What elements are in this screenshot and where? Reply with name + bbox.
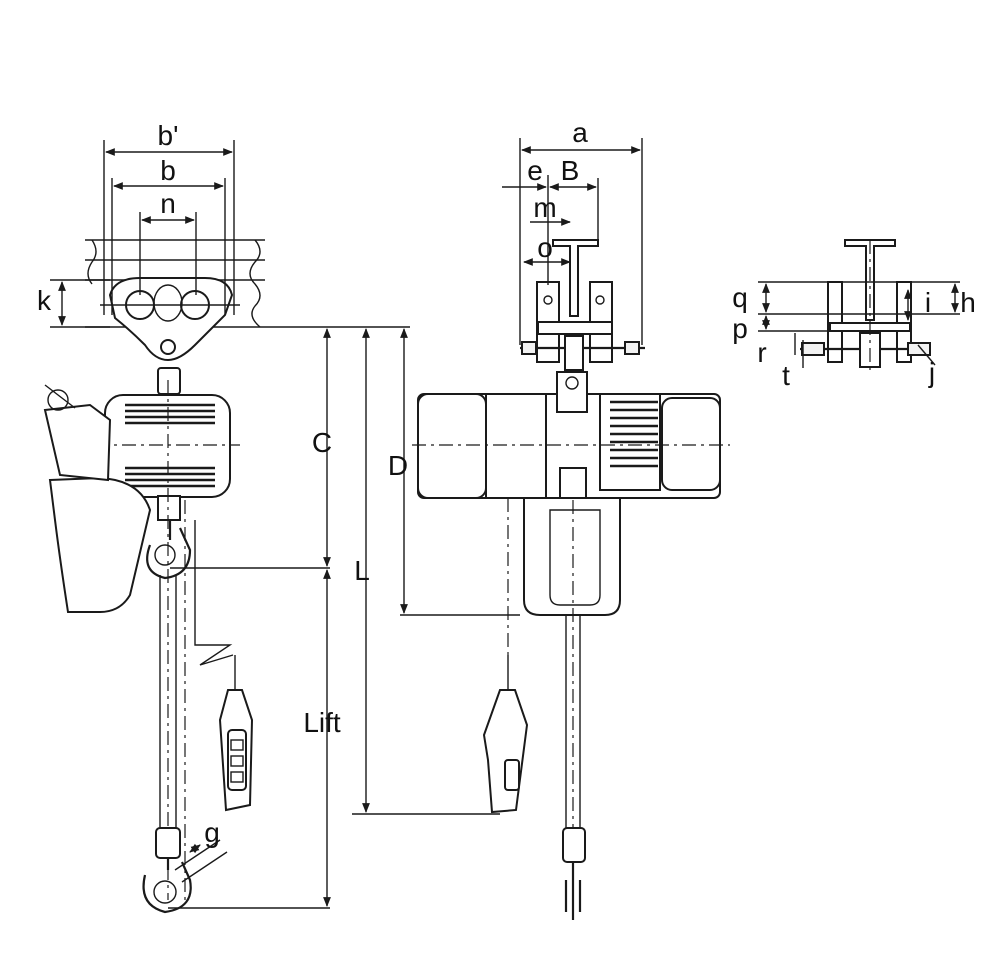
label-b: b bbox=[160, 155, 176, 186]
label-i: i bbox=[925, 287, 931, 318]
dim-m: m bbox=[530, 192, 571, 226]
label-h: h bbox=[960, 287, 976, 318]
front-view: a e B m o D bbox=[388, 117, 730, 920]
dim-o: o bbox=[523, 232, 571, 266]
dim-e: e bbox=[502, 155, 549, 285]
label-k: k bbox=[37, 285, 52, 316]
label-L: L bbox=[354, 555, 370, 586]
dim-C: C bbox=[312, 328, 332, 567]
label-p: p bbox=[732, 313, 748, 344]
dim-D: D bbox=[388, 328, 408, 614]
label-t: t bbox=[782, 360, 790, 391]
label-q: q bbox=[732, 282, 748, 313]
dim-lift: Lift bbox=[303, 569, 341, 907]
label-a: a bbox=[572, 117, 588, 148]
label-lift: Lift bbox=[303, 707, 341, 738]
hoist-body-side bbox=[43, 367, 330, 914]
label-n: n bbox=[160, 188, 176, 219]
label-o: o bbox=[537, 232, 553, 263]
trolley-detail-view: q p r t i h j bbox=[732, 239, 976, 391]
label-b-prime: b' bbox=[158, 120, 179, 151]
dim-a: a bbox=[519, 117, 643, 345]
trolley-front bbox=[520, 281, 645, 371]
dim-B: B bbox=[549, 155, 599, 242]
label-D: D bbox=[388, 450, 408, 481]
label-e: e bbox=[527, 155, 543, 186]
label-B: B bbox=[561, 155, 580, 186]
side-view: b' b n k C Lift bbox=[37, 120, 500, 914]
hoist-body-front bbox=[400, 371, 730, 920]
label-r: r bbox=[757, 337, 766, 368]
dim-k: k bbox=[37, 279, 110, 328]
dim-n: n bbox=[139, 188, 197, 295]
label-m: m bbox=[533, 192, 556, 223]
label-j: j bbox=[928, 357, 935, 388]
label-C: C bbox=[312, 427, 332, 458]
label-g: g bbox=[204, 817, 220, 848]
dim-L: L bbox=[352, 328, 500, 815]
dim-b: b bbox=[111, 155, 226, 315]
dim-b-prime: b' bbox=[103, 120, 235, 315]
trolley-side bbox=[100, 277, 240, 362]
